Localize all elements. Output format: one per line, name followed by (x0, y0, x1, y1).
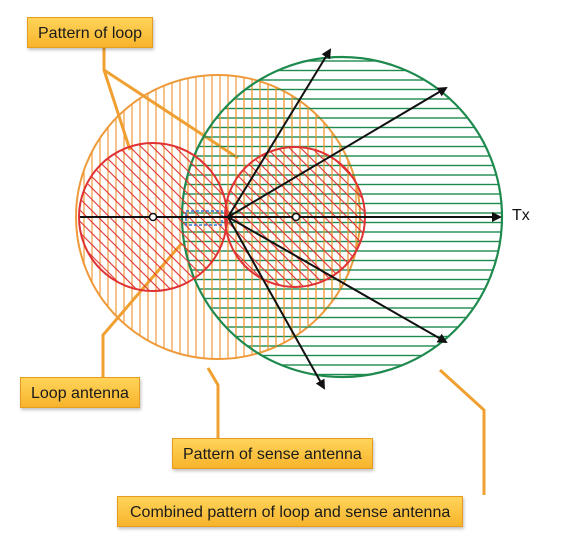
leader-combined (438, 368, 486, 495)
callout-combined-pattern: Combined pattern of loop and sense anten… (117, 496, 464, 527)
leader-sense-antenna (206, 367, 220, 438)
combined-center-marker (291, 212, 301, 222)
arrow-down-1 (227, 216, 448, 343)
callout-pattern-of-loop: Pattern of loop (27, 17, 154, 48)
callout-pattern-of-sense-antenna: Pattern of sense antenna (172, 438, 373, 469)
arrow-up-1 (227, 48, 332, 218)
tx-label: Tx (512, 207, 530, 224)
arrow-up-2 (227, 86, 448, 218)
radial-arrows (227, 48, 448, 390)
loop-center-marker (148, 212, 158, 222)
callout-loop-antenna: Loop antenna (20, 377, 140, 408)
arrow-down-2 (227, 216, 325, 390)
